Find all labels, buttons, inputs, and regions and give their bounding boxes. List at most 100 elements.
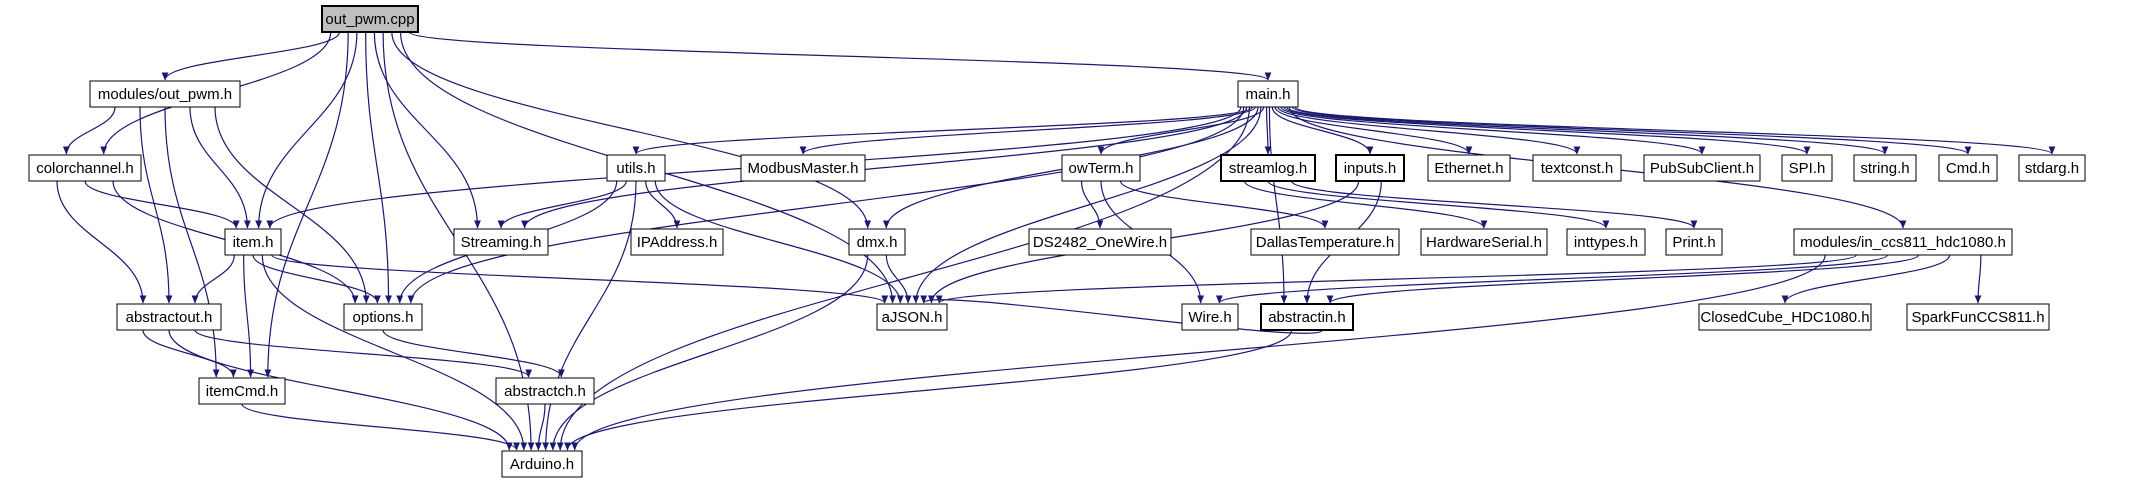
graph-node-label: out_pwm.cpp (325, 11, 414, 28)
graph-node-box[interactable] (1220, 154, 1316, 182)
include-edge-modules_out_pwm_h-to-itemCmd_h (164, 106, 220, 378)
include-edge-modules_out_pwm_h-to-colorchannel_h (62, 106, 116, 155)
include-edge-main_h-to-stdarg_h (1294, 106, 2056, 155)
include-edge-out_pwm_cpp-to-item_h (255, 31, 358, 229)
graph-node-Streaming_h[interactable]: Streaming.h (453, 228, 549, 256)
graph-node-box[interactable] (28, 154, 142, 182)
graph-node-SparkFunCCS811_h[interactable]: SparkFunCCS811.h (1906, 303, 2050, 331)
graph-node-itemCmd_h[interactable]: itemCmd.h (198, 377, 286, 405)
graph-node-box[interactable] (1698, 303, 1872, 331)
graph-node-stdarg_h[interactable]: stdarg.h (2018, 154, 2086, 182)
graph-node-label: Streaming.h (461, 234, 542, 251)
graph-node-box[interactable] (89, 80, 241, 108)
graph-node-label: aJSON.h (882, 309, 943, 326)
graph-node-box[interactable] (876, 303, 948, 331)
graph-node-colorchannel_h[interactable]: colorchannel.h (28, 154, 142, 182)
graph-node-Ethernet_h[interactable]: Ethernet.h (1427, 154, 1511, 182)
graph-node-box[interactable] (116, 303, 222, 331)
graph-node-box[interactable] (495, 377, 595, 405)
graph-node-box[interactable] (740, 154, 866, 182)
graph-node-inttypes_h[interactable]: inttypes.h (1566, 228, 1646, 256)
graph-node-ModbusMaster_h[interactable]: ModbusMaster.h (740, 154, 866, 182)
graph-node-HardwareSerial_h[interactable]: HardwareSerial.h (1420, 228, 1548, 256)
graph-node-box[interactable] (1793, 228, 2013, 256)
graph-node-label: PubSubClient.h (1650, 160, 1754, 177)
graph-node-in_ccs811_hdc1080_h[interactable]: modules/in_ccs811_hdc1080.h (1793, 228, 2013, 256)
include-edge-utils_h-to-IPAddress_h (645, 180, 681, 229)
graph-node-box[interactable] (630, 228, 724, 256)
graph-node-box[interactable] (1237, 80, 1299, 108)
graph-node-dmx_h[interactable]: dmx.h (848, 228, 906, 256)
graph-node-box[interactable] (1420, 228, 1548, 256)
graph-node-box[interactable] (848, 228, 906, 256)
graph-node-Print_h[interactable]: Print.h (1665, 228, 1723, 256)
graph-node-box[interactable] (1061, 154, 1141, 182)
graph-node-box[interactable] (1781, 154, 1833, 182)
graph-node-box[interactable] (1181, 303, 1239, 331)
graph-node-inputs_h[interactable]: inputs.h (1335, 154, 1405, 182)
graph-node-abstractin_h[interactable]: abstractin.h (1260, 303, 1354, 331)
graph-node-ClosedCube_HDC1080_h[interactable]: ClosedCube_HDC1080.h (1698, 303, 1872, 331)
include-edge-dmx_h-to-Arduino_h (549, 254, 869, 451)
graph-node-label: modules/in_ccs811_hdc1080.h (1800, 234, 2006, 251)
graph-node-box[interactable] (1906, 303, 2050, 331)
graph-node-out_pwm_cpp[interactable]: out_pwm.cpp (321, 5, 419, 33)
graph-node-Wire_h[interactable]: Wire.h (1181, 303, 1239, 331)
graph-node-abstractch_h[interactable]: abstractch.h (495, 377, 595, 405)
graph-node-Arduino_h[interactable]: Arduino.h (501, 450, 583, 478)
graph-node-streamlog_h[interactable]: streamlog.h (1220, 154, 1316, 182)
graph-node-DS2482_OneWire_h[interactable]: DS2482_OneWire.h (1028, 228, 1172, 256)
graph-node-options_h[interactable]: options.h (343, 303, 423, 331)
graph-node-main_h[interactable]: main.h (1237, 80, 1299, 108)
graph-node-DallasTemperature_h[interactable]: DallasTemperature.h (1250, 228, 1400, 256)
graph-node-box[interactable] (321, 5, 419, 33)
include-edge-out_pwm_cpp-to-itemCmd_h (264, 31, 349, 378)
graph-node-box[interactable] (501, 450, 583, 478)
graph-node-item_h[interactable]: item.h (224, 228, 282, 256)
graph-node-Cmd_h[interactable]: Cmd.h (1938, 154, 1998, 182)
graph-node-box[interactable] (224, 228, 282, 256)
graph-node-box[interactable] (1938, 154, 1998, 182)
graph-node-label: Print.h (1672, 234, 1715, 251)
graph-node-label: Cmd.h (1946, 160, 1990, 177)
graph-node-box[interactable] (1028, 228, 1172, 256)
include-edge-main_h-to-SPI_h (1283, 106, 1811, 155)
include-edge-streamlog_h-to-HardwareSerial_h (1243, 180, 1488, 229)
graph-node-box[interactable] (1643, 154, 1761, 182)
graph-node-IPAddress_h[interactable]: IPAddress.h (630, 228, 724, 256)
graph-node-box[interactable] (1335, 154, 1405, 182)
graph-node-modules_out_pwm_h[interactable]: modules/out_pwm.h (89, 80, 241, 108)
graph-node-utils_h[interactable]: utils.h (606, 154, 666, 182)
graph-node-box[interactable] (606, 154, 666, 182)
graph-node-string_h[interactable]: string.h (1853, 154, 1917, 182)
include-edge-out_pwm_cpp-to-modules_out_pwm_h (161, 31, 341, 81)
graph-node-textconst_h[interactable]: textconst.h (1532, 154, 1622, 182)
graph-node-label: SPI.h (1789, 160, 1826, 177)
graph-node-owTerm_h[interactable]: owTerm.h (1061, 154, 1141, 182)
graph-node-box[interactable] (343, 303, 423, 331)
graph-node-box[interactable] (1665, 228, 1723, 256)
graph-node-box[interactable] (1853, 154, 1917, 182)
graph-node-box[interactable] (453, 228, 549, 256)
graph-node-box[interactable] (1250, 228, 1400, 256)
graph-node-PubSubClient_h[interactable]: PubSubClient.h (1643, 154, 1761, 182)
graph-node-box[interactable] (1260, 303, 1354, 331)
graph-node-abstractout_h[interactable]: abstractout.h (116, 303, 222, 331)
graph-node-aJSON_h[interactable]: aJSON.h (876, 303, 948, 331)
graph-node-label: dmx.h (857, 234, 898, 251)
graph-node-SPI_h[interactable]: SPI.h (1781, 154, 1833, 182)
graph-node-box[interactable] (198, 377, 286, 405)
graph-node-box[interactable] (1532, 154, 1622, 182)
graph-node-box[interactable] (1427, 154, 1511, 182)
include-edge-item_h-to-aJSON_h (271, 254, 888, 304)
include-edge-main_h-to-Streaming_h (521, 106, 1248, 229)
graph-node-box[interactable] (1566, 228, 1646, 256)
include-edge-modules_out_pwm_h-to-item_h (189, 106, 251, 229)
include-edge-modules_out_pwm_h-to-abstractout_h (139, 106, 173, 304)
graph-node-label: Ethernet.h (1434, 160, 1503, 177)
graph-node-label: ClosedCube_HDC1080.h (1700, 309, 1869, 326)
graph-node-label: inputs.h (1344, 160, 1397, 177)
graph-node-box[interactable] (2018, 154, 2086, 182)
include-edge-out_pwm_cpp-to-Streaming_h (373, 31, 481, 229)
graph-node-label: HardwareSerial.h (1426, 234, 1542, 251)
